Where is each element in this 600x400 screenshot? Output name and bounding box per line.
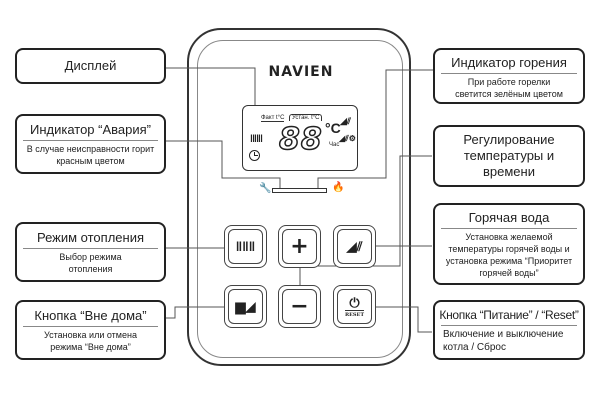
callout-desc: Установка или отмена режима “Вне дома” <box>44 330 137 352</box>
callout-desc: Выбор режима отопления <box>59 252 122 274</box>
brand-logo: NAVIEN <box>268 64 334 80</box>
callout-flame-indicator: Индикатор горения При работе горелки све… <box>433 48 585 104</box>
callout-desc: При работе горелки светится зелёным цвет… <box>455 77 563 99</box>
divider <box>441 73 577 74</box>
hot-water-button[interactable]: ◢⫽ <box>333 225 376 268</box>
reset-label: RESET <box>344 309 365 318</box>
set-temp-label: Устан. t°C <box>289 114 323 121</box>
callout-title: Режим отопления <box>36 230 144 245</box>
radiator-icon: ǁǁǁ <box>235 239 256 254</box>
temperature-digits: 88 <box>278 121 323 158</box>
callout-away-mode: Кнопка “Вне дома” Установка или отмена р… <box>15 300 166 360</box>
callout-desc: Установка желаемой температуры горячей в… <box>445 232 573 278</box>
hot-water-tap-icon: ◢⫽ <box>346 239 363 254</box>
callout-title: Регулирование температуры и времени <box>463 132 555 179</box>
divider <box>23 248 158 249</box>
minus-button[interactable]: − <box>278 285 321 328</box>
divider <box>23 326 158 327</box>
radiator-icon: ǁǁǁ <box>250 134 263 145</box>
flame-icon: 🔥 <box>332 182 345 193</box>
hour-unit: Час <box>329 142 340 148</box>
callout-title: Дисплей <box>64 58 117 73</box>
lcd-display: Факт t°C Устан. t°C ǁǁǁ 88 °C Час ◢⫽ ◢⫽⚙ <box>242 105 358 171</box>
power-reset-button[interactable]: ⏻ RESET <box>333 285 376 328</box>
status-indicator-bar <box>272 188 327 193</box>
plus-icon: + <box>290 233 309 259</box>
callout-desc: Включение и выключение котла / Сброс <box>443 329 564 353</box>
callout-desc: В случае неисправности горит красным цве… <box>26 144 155 166</box>
callout-title: Индикатор “Авария” <box>29 122 152 137</box>
callout-power-reset: Кнопка “Питание” / “Reset” Включение и в… <box>433 300 585 360</box>
callout-temp-time: Регулирование температуры и времени <box>433 125 585 187</box>
callout-title: Кнопка “Вне дома” <box>34 308 147 323</box>
suitcase-icon: ▆◢ <box>235 299 256 314</box>
hot-water-priority-icon: ◢⫽⚙ <box>339 134 356 143</box>
divider <box>23 140 158 141</box>
callout-heating-mode: Режим отопления Выбор режима отопления <box>15 222 166 282</box>
minus-icon: − <box>290 293 309 319</box>
celsius-unit: °C <box>325 120 341 136</box>
divider <box>441 228 577 229</box>
plus-button[interactable]: + <box>278 225 321 268</box>
power-icon: ⏻ <box>349 294 360 310</box>
wrench-icon: 🔧 <box>259 183 272 194</box>
clock-icon <box>249 150 260 161</box>
heating-mode-button[interactable]: ǁǁǁ <box>224 225 267 268</box>
callout-alarm-indicator: Индикатор “Авария” В случае неисправност… <box>15 114 166 174</box>
callout-title: Индикатор горения <box>451 55 567 70</box>
actual-temp-label: Факт t°C <box>261 115 285 122</box>
callout-title: Горячая вода <box>468 210 550 225</box>
divider <box>441 325 577 326</box>
callout-hot-water: Горячая вода Установка желаемой температ… <box>433 203 585 285</box>
hot-water-tap-icon: ◢⫽ <box>340 116 351 126</box>
callout-title: Кнопка “Питание” / “Reset” <box>439 308 579 322</box>
away-mode-button[interactable]: ▆◢ <box>224 285 267 328</box>
callout-display: Дисплей <box>15 48 166 84</box>
